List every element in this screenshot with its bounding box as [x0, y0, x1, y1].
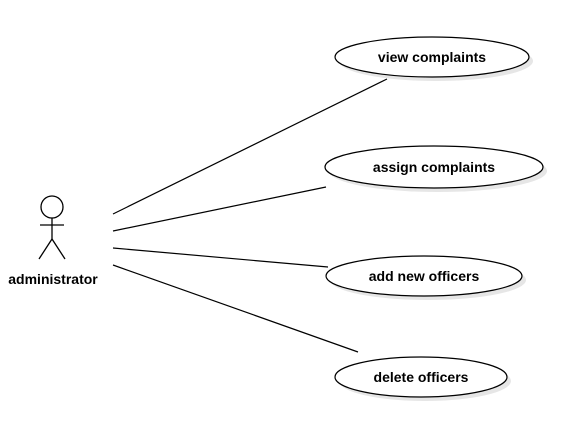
- association-add-new-officers: [112, 247, 329, 268]
- association-view-complaints: [112, 78, 388, 215]
- use-case-label: add new officers: [369, 268, 480, 284]
- use-case-ellipse: [334, 36, 530, 78]
- use-case-delete-officers[interactable]: delete officers: [334, 356, 511, 401]
- stick-figure-icon: [38, 195, 66, 260]
- use-case-label: view complaints: [378, 49, 486, 65]
- associations: [112, 78, 388, 353]
- association-assign-complaints: [112, 186, 327, 232]
- association-delete-officers: [112, 264, 359, 353]
- actor-label: administrator: [8, 271, 98, 287]
- use-case-add-new-officers[interactable]: add new officers: [325, 255, 526, 300]
- use-case-assign-complaints[interactable]: assign complaints: [324, 145, 547, 192]
- use-case-ellipse: [325, 255, 523, 297]
- use-case-ellipse: [334, 356, 508, 398]
- use-case-ellipse: [324, 145, 544, 189]
- use-case-view-complaints[interactable]: view complaints: [334, 36, 533, 81]
- use-case-label: assign complaints: [373, 159, 495, 175]
- use-case-label: delete officers: [374, 369, 469, 385]
- actor-administrator[interactable]: administrator: [8, 195, 98, 287]
